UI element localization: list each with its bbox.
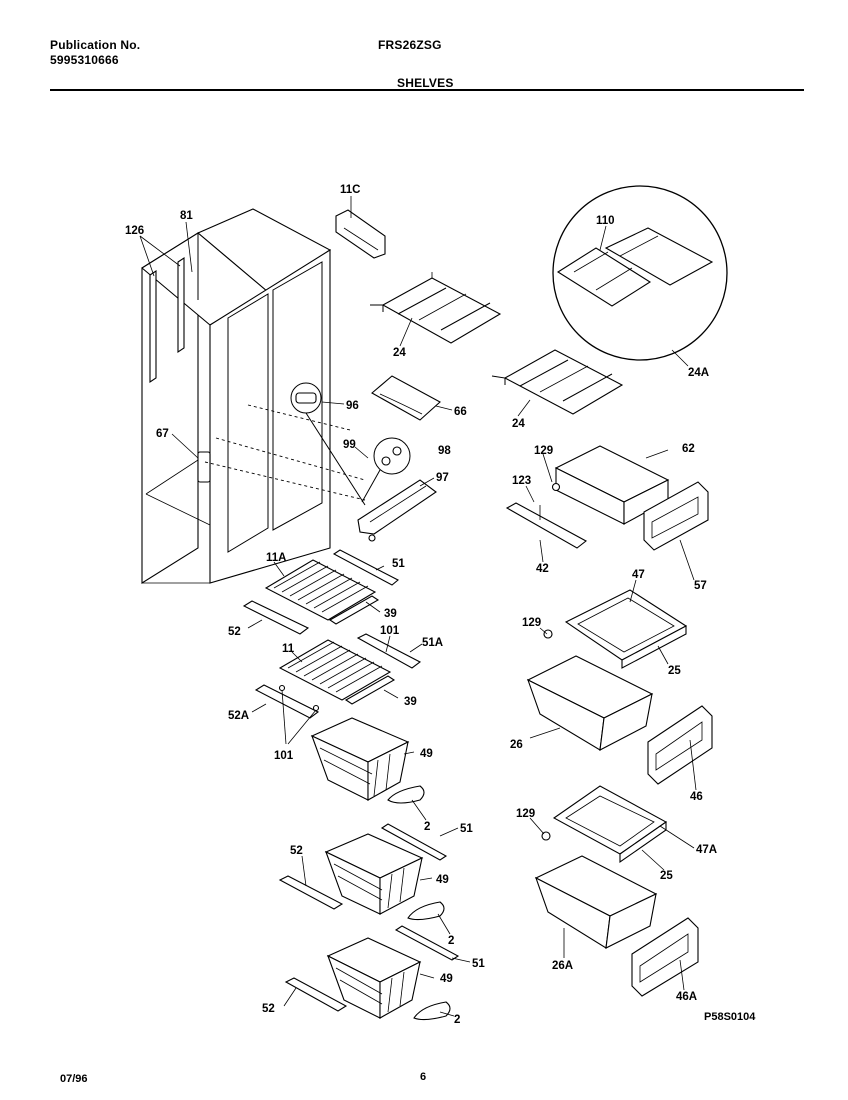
callout-96: 96 — [346, 400, 359, 412]
fasteners-129 — [541, 629, 553, 841]
callout-11: 11 — [282, 643, 295, 655]
wire-basket-2 — [324, 833, 424, 915]
callout-129: 129 — [534, 445, 553, 457]
callout-51-low: 51 — [472, 958, 485, 970]
bracket-97 — [357, 479, 437, 542]
callout-67: 67 — [156, 428, 169, 440]
bracket-11c — [335, 209, 386, 259]
cover-66 — [371, 375, 441, 421]
callout-66: 66 — [454, 406, 467, 418]
crisper-pan-26 — [526, 655, 654, 751]
callout-26: 26 — [510, 739, 523, 751]
footer-date: 07/96 — [60, 1073, 88, 1085]
callout-25-low: 25 — [660, 870, 673, 882]
rails-52 — [242, 600, 320, 719]
crisper-drawer-front-46 — [647, 705, 713, 785]
callout-51a: 51A — [422, 637, 443, 649]
callout-49-mid: 49 — [436, 874, 449, 886]
detail-circle-24a — [552, 185, 728, 361]
callout-2-low: 2 — [454, 1014, 460, 1026]
callout-47: 47 — [632, 569, 645, 581]
glass-shelf-lower — [491, 349, 624, 415]
callout-24-lower: 24 — [512, 418, 525, 430]
crisper-cover-47a — [552, 785, 668, 864]
callout-51-mid: 51 — [460, 823, 473, 835]
callout-46a: 46A — [676, 991, 697, 1003]
header-rule — [50, 89, 804, 91]
callout-labels: 126 81 11C 110 24 24 24A 96 66 67 99 98 … — [125, 184, 717, 1026]
callout-52a: 52A — [228, 710, 249, 722]
callout-129-mid: 129 — [522, 617, 541, 629]
callout-46: 46 — [690, 791, 703, 803]
crisper-drawer-front-46a — [631, 917, 699, 997]
wire-shelf-11 — [278, 633, 422, 705]
drawing-id: P58S0104 — [704, 1011, 756, 1023]
callout-101-lower: 101 — [274, 750, 294, 762]
section-title: SHELVES — [397, 76, 454, 90]
callout-11c: 11C — [340, 184, 360, 196]
callout-51: 51 — [392, 558, 405, 570]
callout-24a: 24A — [688, 367, 709, 379]
callout-49: 49 — [420, 748, 433, 760]
wire-basket-1 — [310, 717, 410, 801]
callout-47a: 47A — [696, 844, 717, 856]
callout-81: 81 — [180, 210, 193, 222]
model-number: FRS26ZSG — [378, 38, 442, 52]
refrigerator-cabinet — [141, 208, 366, 584]
callout-11a: 11A — [266, 552, 286, 564]
basket-rails — [278, 785, 460, 1021]
wire-basket-3 — [326, 937, 422, 1019]
crisper-cover-47 — [564, 589, 688, 669]
callout-97: 97 — [436, 472, 449, 484]
callout-99: 99 — [343, 439, 356, 451]
callout-62: 62 — [682, 443, 695, 455]
wire-shelf-11a — [264, 549, 399, 625]
detail-98 — [361, 437, 411, 503]
callout-110: 110 — [596, 215, 615, 227]
crisper-pan-26a — [534, 855, 658, 949]
callout-57: 57 — [694, 580, 707, 592]
publication-label: Publication No. — [50, 38, 141, 52]
callout-2-mid: 2 — [448, 935, 454, 947]
callout-101: 101 — [380, 625, 400, 637]
callout-25: 25 — [668, 665, 681, 677]
callout-52-low: 52 — [262, 1003, 275, 1015]
callout-39: 39 — [384, 608, 397, 620]
callout-98: 98 — [438, 445, 451, 457]
callout-24: 24 — [393, 347, 406, 359]
shelf-42 — [505, 502, 588, 549]
callout-129-low: 129 — [516, 808, 535, 820]
publication-number: 5995310666 — [50, 53, 119, 67]
callout-126: 126 — [125, 225, 144, 237]
callout-52: 52 — [228, 626, 241, 638]
leader-lines — [139, 196, 697, 1017]
callout-123: 123 — [512, 475, 531, 487]
glass-shelf-upper — [370, 272, 502, 344]
pan-62 — [551, 445, 670, 525]
callout-52-mid: 52 — [290, 845, 303, 857]
callout-39-lower: 39 — [404, 696, 417, 708]
detail-96 — [290, 382, 366, 506]
callout-49-low: 49 — [440, 973, 453, 985]
page-number: 6 — [420, 1071, 427, 1083]
cover-57 — [643, 481, 709, 551]
callout-26a: 26A — [552, 960, 573, 972]
callout-2: 2 — [424, 821, 430, 833]
callout-42: 42 — [536, 563, 549, 575]
